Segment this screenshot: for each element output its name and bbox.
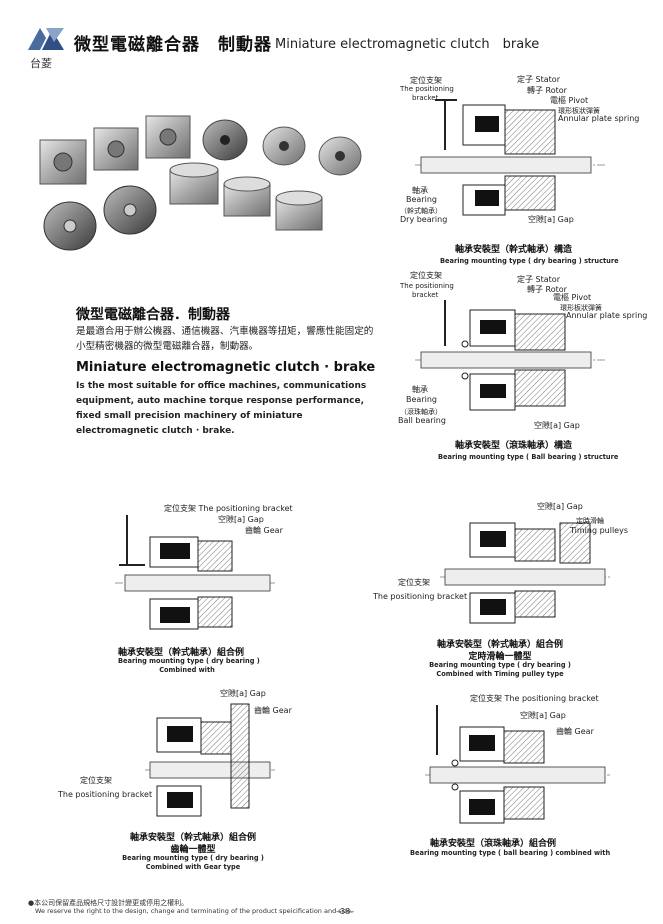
- d2-positioning-en1: The positioning: [400, 282, 454, 290]
- d2-rotor: 轉子 Rotor: [527, 285, 567, 294]
- d1-spring-en: Annular plate spring: [558, 114, 640, 123]
- d2-bearing-en: Bearing: [406, 395, 437, 404]
- company-logo: [28, 28, 64, 50]
- d1-caption-zh: 軸承安裝型（幹式軸承）構造: [455, 245, 573, 255]
- footer-note-zh: ●本公司保留產品規格尺寸設計變更或停用之權利。: [28, 899, 189, 907]
- d1-bearing-type-en: Dry bearing: [400, 215, 448, 224]
- page-number: –38–: [336, 907, 355, 916]
- product-photo: [39, 115, 362, 251]
- d1-gap: 空隙[a] Gap: [528, 215, 574, 224]
- d5-caption-en2: Combined with Gear type: [145, 863, 241, 871]
- d4-timing-zh: 定時滑輪: [576, 517, 604, 525]
- d2-positioning-en2: bracket: [412, 291, 439, 299]
- diagram-ball-bearing-combined: [425, 705, 610, 824]
- d1-bearing-type-zh: （幹式軸承）: [400, 207, 442, 215]
- d2-spring-en: Annular plate spring: [566, 311, 648, 320]
- d2-bearing-zh: 軸承: [412, 385, 428, 394]
- d2-caption-en: Bearing mounting type ( Ball bearing ) s…: [438, 453, 619, 461]
- d2-stator: 定子 Stator: [517, 275, 560, 284]
- page-title-en: Miniature electromagnetic clutch brake: [275, 37, 540, 52]
- d4-caption-en1: Bearing mounting type ( dry bearing ): [429, 661, 571, 669]
- d1-rotor: 轉子 Rotor: [527, 86, 567, 95]
- d3-gear: 齒輪 Gear: [245, 526, 283, 535]
- d3-gap: 空隙[a] Gap: [218, 515, 264, 524]
- d5-caption-zh2: 齒輪一體型: [170, 845, 216, 855]
- footer-note-en: We reserve the right to the design, chan…: [35, 907, 353, 915]
- intro-body-zh: 是最適合用于辦公機器、通信機器、汽車機器等扭矩，響應性能固定的小型精密機器的微型…: [76, 326, 374, 352]
- diagram-ball-bearing-structure: [415, 300, 605, 411]
- d6-gap: 空隙[a] Gap: [520, 711, 566, 720]
- d2-bearing-type-zh: （滾珠軸承）: [400, 408, 442, 416]
- d6-positioning: 定位支架 The positioning bracket: [470, 694, 599, 703]
- d3-positioning: 定位支架 The positioning bracket: [164, 504, 293, 513]
- d4-timing-en: Timing pulleys: [570, 526, 628, 535]
- d5-gap: 空隙[a] Gap: [220, 689, 266, 698]
- d6-caption-zh: 軸承安裝型（滾珠軸承）組合例: [430, 839, 557, 849]
- d4-positioning-zh: 定位支架: [398, 578, 430, 587]
- d4-caption-zh2: 定時滑輪一體型: [468, 652, 532, 662]
- intro-heading-zh: 微型電磁離合器．制動器: [76, 307, 230, 323]
- d2-bearing-type-en: Ball bearing: [398, 416, 446, 425]
- d4-caption-en2: Combined with Timing pulley type: [436, 670, 564, 678]
- d1-positioning-zh: 定位支架: [410, 76, 442, 85]
- intro-heading-en: Miniature electromagnetic clutch · brake: [76, 360, 376, 375]
- d2-caption-zh: 軸承安裝型（滾珠軸承）構造: [455, 441, 573, 451]
- d4-gap: 空隙[a] Gap: [537, 502, 583, 511]
- d1-caption-en: Bearing mounting type ( dry bearing ) st…: [440, 257, 619, 265]
- d5-positioning-zh: 定位支架: [80, 776, 112, 785]
- d1-positioning-en1: The positioning: [400, 85, 454, 93]
- d1-bearing-en: Bearing: [406, 195, 437, 204]
- d5-caption-en1: Bearing mounting type ( dry bearing ): [122, 854, 264, 862]
- d4-caption-zh1: 軸承安裝型（幹式軸承）組合例: [436, 640, 563, 650]
- d2-pivot: 電樞 Pivot: [553, 293, 592, 302]
- d5-gear: 齒輪 Gear: [254, 706, 292, 715]
- d5-caption-zh1: 軸承安裝型（幹式軸承）組合例: [129, 833, 256, 843]
- d3-caption-zh: 軸承安裝型（幹式軸承）組合例: [118, 648, 245, 658]
- diagram-dry-bearing-structure: [415, 99, 605, 216]
- d1-positioning-en2: bracket: [412, 94, 439, 102]
- d1-pivot: 電樞 Pivot: [550, 96, 589, 105]
- diagram-dry-bearing-combined: [115, 515, 275, 630]
- d2-positioning-zh: 定位支架: [410, 271, 442, 280]
- brand-name: 台菱: [30, 57, 52, 70]
- d1-bearing-zh: 軸承: [412, 186, 428, 195]
- d5-positioning-en: The positioning bracket: [58, 790, 153, 799]
- intro-body-en: Is the most suitable for office machines…: [76, 381, 367, 436]
- d3-caption-en2: Combined with: [159, 666, 215, 674]
- d2-spring-zh: 環形板狀彈簧: [560, 304, 602, 312]
- diagram-gear-integrated: [145, 703, 275, 817]
- page-title-zh: 微型電磁離合器 制動器: [74, 35, 272, 55]
- d2-gap: 空隙[a] Gap: [534, 421, 580, 430]
- d4-positioning-en: The positioning bracket: [373, 592, 468, 601]
- d3-caption-en1: Bearing mounting type ( dry bearing ): [118, 657, 260, 665]
- d1-spring-zh: 環形板狀彈簧: [558, 107, 600, 115]
- d6-caption-en: Bearing mounting type ( ball bearing ) c…: [410, 849, 611, 857]
- d6-gear: 齒輪 Gear: [556, 727, 594, 736]
- diagram-timing-pulley: [440, 522, 610, 624]
- d1-stator: 定子 Stator: [517, 75, 560, 84]
